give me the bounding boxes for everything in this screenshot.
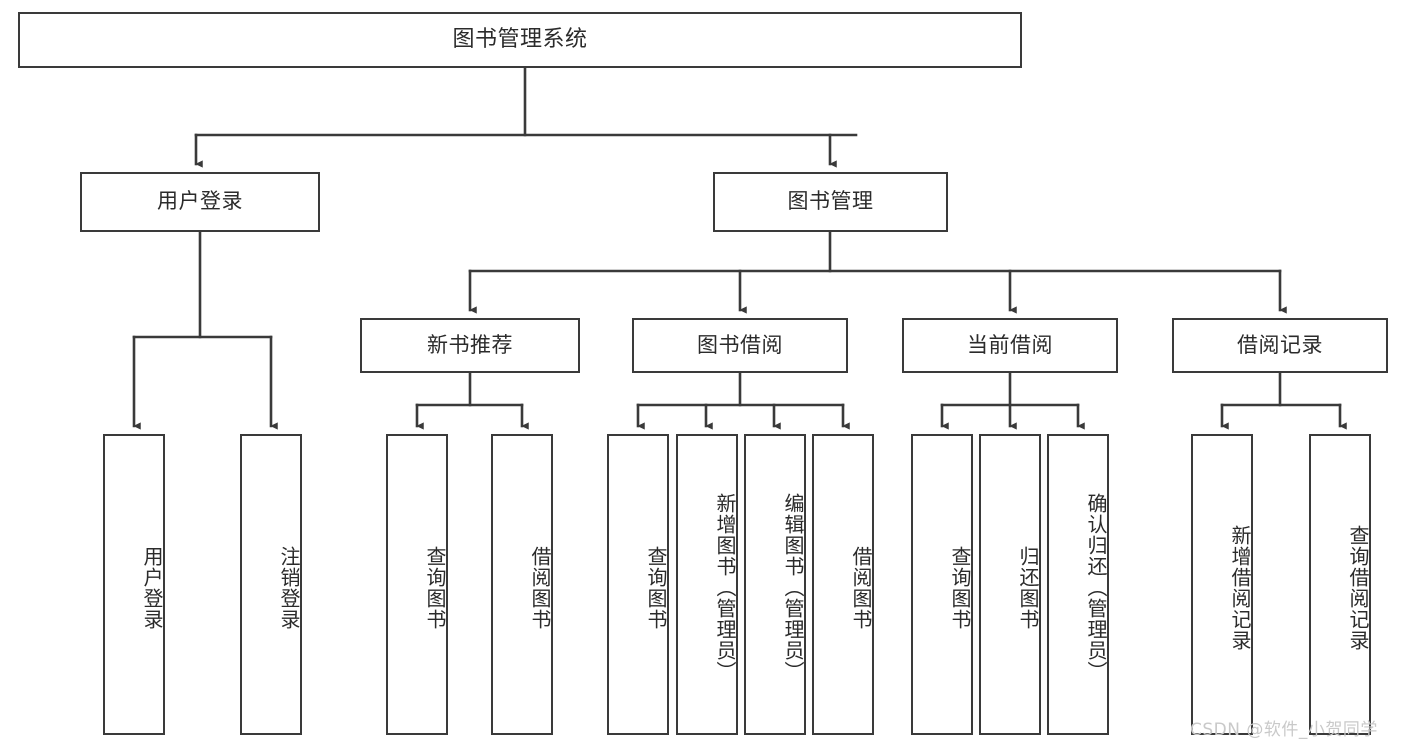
node-leaf-user-login[interactable]: 用户登录 [103,434,165,735]
node-book-borrow[interactable]: 图书借阅 [632,318,848,373]
node-leaf-add-borrow-record[interactable]: 新增借阅记录 [1191,434,1253,735]
node-label: 图书借阅 [697,332,783,357]
node-leaf-query-book-recommend[interactable]: 查询图书 [386,434,448,735]
node-label: 图书管理系统 [452,26,588,52]
node-leaf-confirm-return[interactable]: 确认归还（管理员） [1047,434,1109,735]
node-label: 借阅记录 [1237,332,1323,357]
node-leaf-user-logout[interactable]: 注销登录 [240,434,302,735]
node-label: 借阅图书 [528,545,552,630]
node-label: 借阅图书 [849,545,873,630]
node-new-book-recommend[interactable]: 新书推荐 [360,318,580,373]
node-leaf-borrow-book-recommend[interactable]: 借阅图书 [491,434,553,735]
node-book-manage[interactable]: 图书管理 [713,172,948,232]
node-label: 当前借阅 [967,332,1053,357]
node-label: 新增借阅记录 [1228,524,1252,651]
node-label: 编辑图书（管理员） [781,493,805,682]
node-label: 新增图书（管理员） [713,493,737,682]
node-label: 查询图书 [948,545,972,630]
node-label: 用户登录 [157,189,243,214]
node-label: 确认归还（管理员） [1084,493,1108,682]
node-leaf-edit-book[interactable]: 编辑图书（管理员） [744,434,806,735]
node-leaf-return-book[interactable]: 归还图书 [979,434,1041,735]
node-leaf-add-book[interactable]: 新增图书（管理员） [676,434,738,735]
node-root-system[interactable]: 图书管理系统 [18,12,1022,68]
node-label: 归还图书 [1016,545,1040,630]
node-label: 图书管理 [787,189,874,214]
node-leaf-query-borrow-record[interactable]: 查询借阅记录 [1309,434,1371,735]
node-label: 查询借阅记录 [1346,524,1370,651]
node-user-login[interactable]: 用户登录 [80,172,320,232]
node-current-borrow[interactable]: 当前借阅 [902,318,1118,373]
node-leaf-query-book-borrow[interactable]: 查询图书 [607,434,669,735]
node-label: 新书推荐 [427,332,513,357]
node-label: 用户登录 [140,545,164,630]
node-label: 注销登录 [277,545,301,630]
csdn-watermark: CSDN @软件_小贺同学 [1190,715,1378,740]
node-borrow-record[interactable]: 借阅记录 [1172,318,1388,373]
watermark-text: CSDN @软件_小贺同学 [1190,720,1378,740]
node-label: 查询图书 [423,545,447,630]
node-leaf-query-book-current[interactable]: 查询图书 [911,434,973,735]
node-leaf-borrow-book[interactable]: 借阅图书 [812,434,874,735]
node-label: 查询图书 [644,545,668,630]
